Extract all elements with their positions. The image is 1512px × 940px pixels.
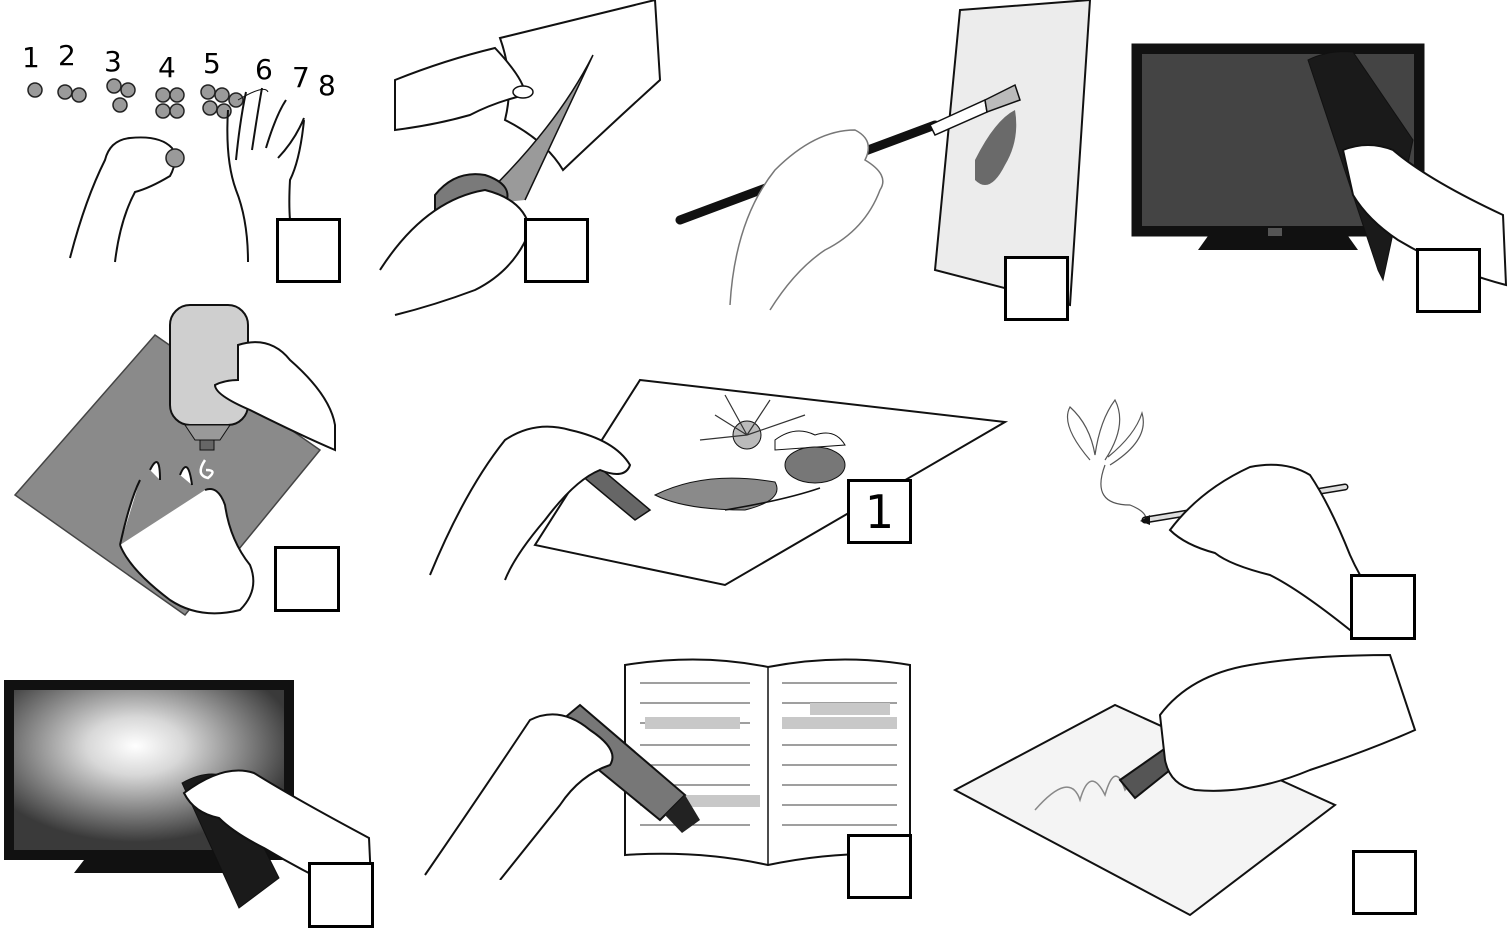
counting-illustration bbox=[27, 78, 305, 263]
answer-box[interactable] bbox=[847, 834, 912, 899]
scissors-illustration bbox=[379, 0, 662, 316]
eraser-illustration bbox=[952, 653, 1417, 917]
count-number: 2 bbox=[58, 39, 76, 72]
tv-off-illustration bbox=[1131, 43, 1508, 287]
count-number: 5 bbox=[203, 47, 221, 80]
count-number: 6 bbox=[255, 53, 273, 86]
crayon-illustration bbox=[429, 378, 1009, 587]
count-number: 3 bbox=[104, 45, 122, 78]
answer-box[interactable] bbox=[524, 218, 589, 283]
answer-box[interactable] bbox=[1352, 850, 1417, 915]
painting-illustration bbox=[675, 0, 1092, 311]
count-number: 4 bbox=[158, 51, 176, 84]
answer-box[interactable]: 1 bbox=[847, 479, 912, 544]
count-number: 8 bbox=[318, 69, 336, 102]
answer-box[interactable] bbox=[274, 546, 340, 612]
answer-box[interactable] bbox=[1004, 256, 1069, 321]
count-number: 1 bbox=[22, 41, 40, 74]
highlighter-illustration bbox=[424, 658, 911, 880]
pencil-illustration bbox=[1066, 398, 1408, 631]
glue-illustration bbox=[13, 304, 336, 617]
answer-box[interactable] bbox=[308, 862, 374, 928]
answer-box[interactable] bbox=[1416, 248, 1481, 313]
answer-box[interactable] bbox=[1350, 574, 1416, 640]
count-number: 7 bbox=[292, 61, 310, 94]
answer-box[interactable] bbox=[276, 218, 341, 283]
